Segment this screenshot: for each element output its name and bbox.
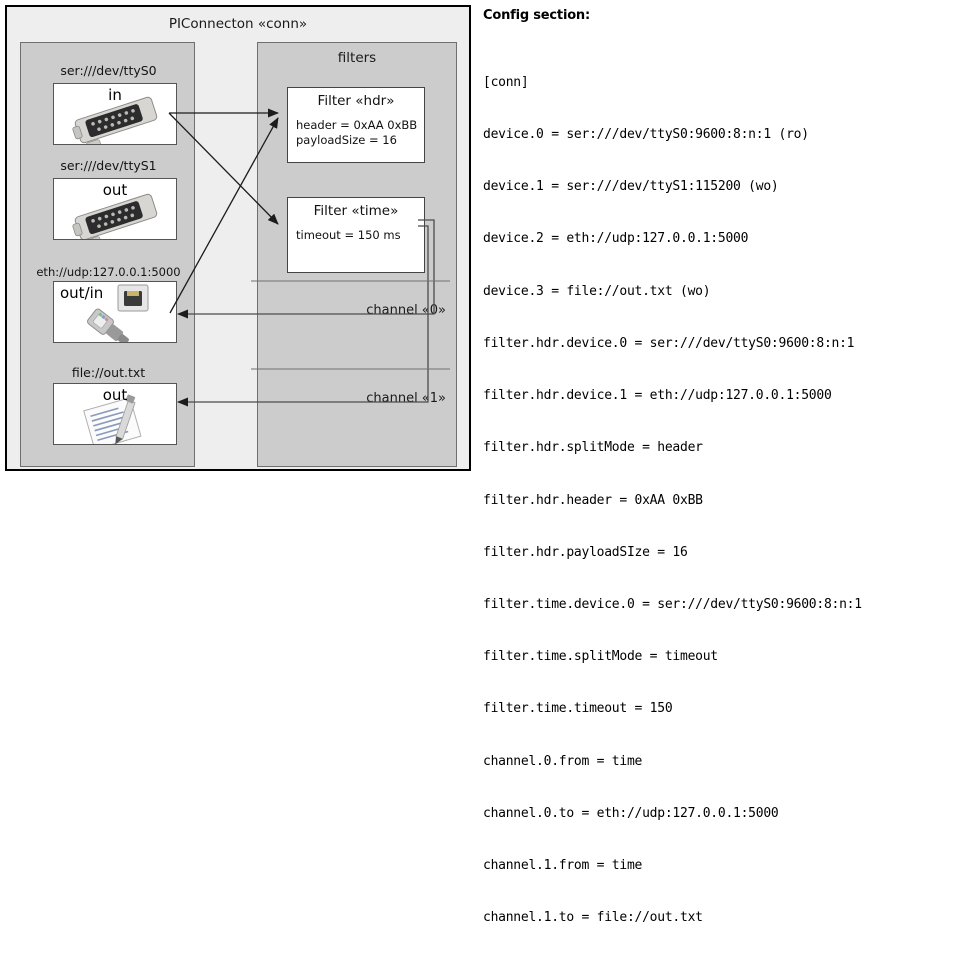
- device-label-file: file://out.txt: [71, 365, 146, 380]
- device-box-ttys0[interactable]: in: [53, 83, 177, 145]
- device-caption-in: in: [108, 86, 122, 104]
- config-line: filter.hdr.device.1 = eth://udp:127.0.0.…: [483, 388, 832, 404]
- filter-hdr-attr-payload: payloadSize = 16: [296, 133, 397, 147]
- config-line: device.0 = ser:///dev/ttyS0:9600:8:n:1 (…: [483, 127, 809, 143]
- config-line: device.3 = file://out.txt (wo): [483, 283, 711, 299]
- device-label-ttys0: ser:///dev/ttyS0: [60, 63, 157, 78]
- device-caption-out-in: out/in: [60, 284, 104, 302]
- filter-hdr-attrs: header = 0xAA 0xBB payloadSize = 16: [296, 118, 417, 148]
- channel-label-1: channel «1»: [366, 391, 446, 406]
- device-box-eth[interactable]: out/in: [53, 281, 177, 343]
- config-section: Config section: [conn] device.0 = ser://…: [483, 8, 961, 962]
- serial-port-icon: [72, 193, 158, 239]
- ethernet-plug-icon: [86, 284, 149, 342]
- config-line: filter.time.timeout = 150: [483, 701, 673, 717]
- config-line: filter.time.splitMode = timeout: [483, 649, 718, 665]
- filter-box-time[interactable]: Filter «time» timeout = 150 ms: [287, 197, 425, 273]
- filter-box-hdr[interactable]: Filter «hdr» header = 0xAA 0xBB payloadS…: [287, 87, 425, 163]
- config-line: [conn]: [483, 74, 529, 90]
- device-label-eth: eth://udp:127.0.0.1:5000: [36, 265, 181, 279]
- filter-time-attrs: timeout = 150 ms: [296, 228, 401, 243]
- config-line: filter.hdr.payloadSIze = 16: [483, 544, 688, 560]
- config-line: channel.1.to = file://out.txt: [483, 910, 703, 926]
- filter-hdr-title: Filter «hdr»: [317, 93, 395, 109]
- filters-panel: filters Filter «hdr» header = 0xAA 0xBB …: [257, 42, 457, 467]
- text-file-icon: [83, 394, 142, 444]
- config-line: channel.0.to = eth://udp:127.0.0.1:5000: [483, 805, 779, 821]
- device-box-file[interactable]: out: [53, 383, 177, 445]
- device-box-ttys1[interactable]: out: [53, 178, 177, 240]
- config-line: filter.hdr.device.0 = ser:///dev/ttyS0:9…: [483, 335, 855, 351]
- connector-container: PIConnecton «conn» ser:///dev/ttyS0 in: [5, 5, 471, 471]
- device-caption-out-file: out: [102, 386, 128, 404]
- config-line: device.1 = ser:///dev/ttyS1:115200 (wo): [483, 179, 779, 195]
- device-caption-out-serial: out: [102, 181, 128, 199]
- config-line: filter.hdr.header = 0xAA 0xBB: [483, 492, 703, 508]
- filter-time-title: Filter «time»: [313, 203, 399, 219]
- filters-panel-title: filters: [337, 50, 377, 66]
- channel-label-0: channel «0»: [366, 303, 446, 318]
- devices-panel: ser:///dev/ttyS0 in: [20, 42, 195, 467]
- config-lines: [conn] device.0 = ser:///dev/ttyS0:9600:…: [483, 39, 961, 962]
- filter-hdr-attr-header: header = 0xAA 0xBB: [296, 118, 418, 132]
- config-line: filter.hdr.splitMode = header: [483, 440, 703, 456]
- filter-time-attr-timeout: timeout = 150 ms: [296, 228, 401, 242]
- device-label-ttys1: ser:///dev/ttyS1: [60, 158, 157, 173]
- diagram-page: PIConnecton «conn» ser:///dev/ttyS0 in: [5, 5, 862, 925]
- config-heading: Config section:: [483, 8, 590, 23]
- config-line: channel.0.from = time: [483, 753, 643, 769]
- serial-port-icon: [72, 96, 158, 144]
- config-line: filter.time.device.0 = ser:///dev/ttyS0:…: [483, 597, 862, 612]
- config-line: channel.1.from = time: [483, 858, 643, 874]
- config-line: device.2 = eth://udp:127.0.0.1:5000: [483, 231, 749, 247]
- connector-title: PIConnecton «conn»: [168, 16, 308, 32]
